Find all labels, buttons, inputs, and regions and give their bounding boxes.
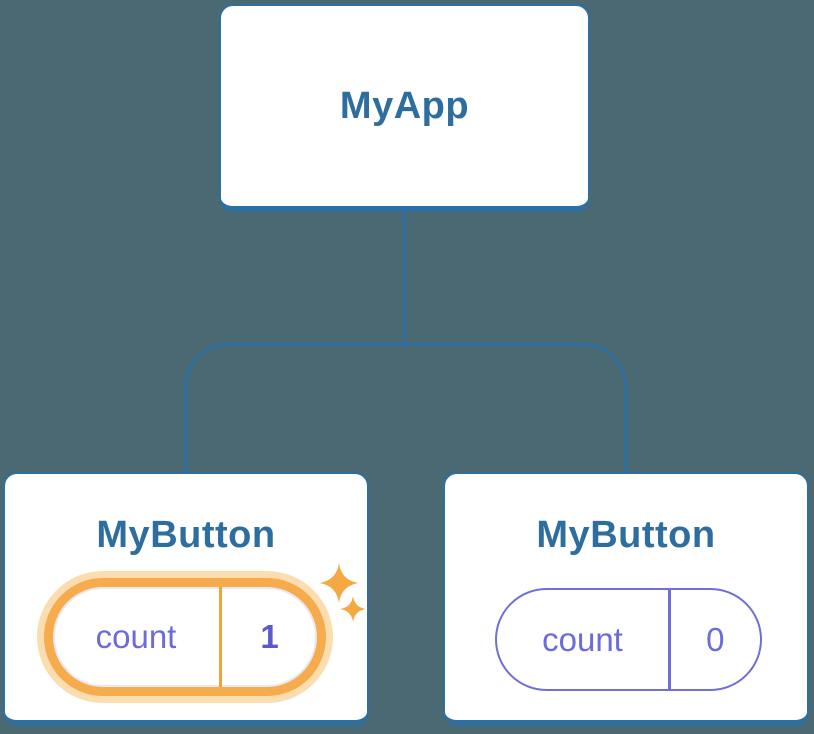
state-pill-highlight-halo: count 1 xyxy=(37,571,333,703)
node-label: MyApp xyxy=(339,84,470,127)
edge-branch-to-children xyxy=(184,343,627,473)
state-key: count xyxy=(542,620,623,658)
state-key: count xyxy=(95,618,177,655)
state-value: 1 xyxy=(260,618,279,655)
pill-divider xyxy=(668,590,671,689)
state-pill-plain: count 0 xyxy=(495,588,762,691)
tree-node-myapp: MyApp xyxy=(219,4,590,212)
state-pill-highlighted: count 1 xyxy=(44,578,326,696)
node-label: MyButton xyxy=(536,514,716,556)
edge-root-stem xyxy=(403,211,406,344)
state-value: 0 xyxy=(706,620,725,658)
node-label: MyButton xyxy=(96,514,276,556)
sparkle-icon-small xyxy=(340,596,366,622)
sparkle-icon xyxy=(319,563,359,603)
pill-divider xyxy=(219,587,222,687)
